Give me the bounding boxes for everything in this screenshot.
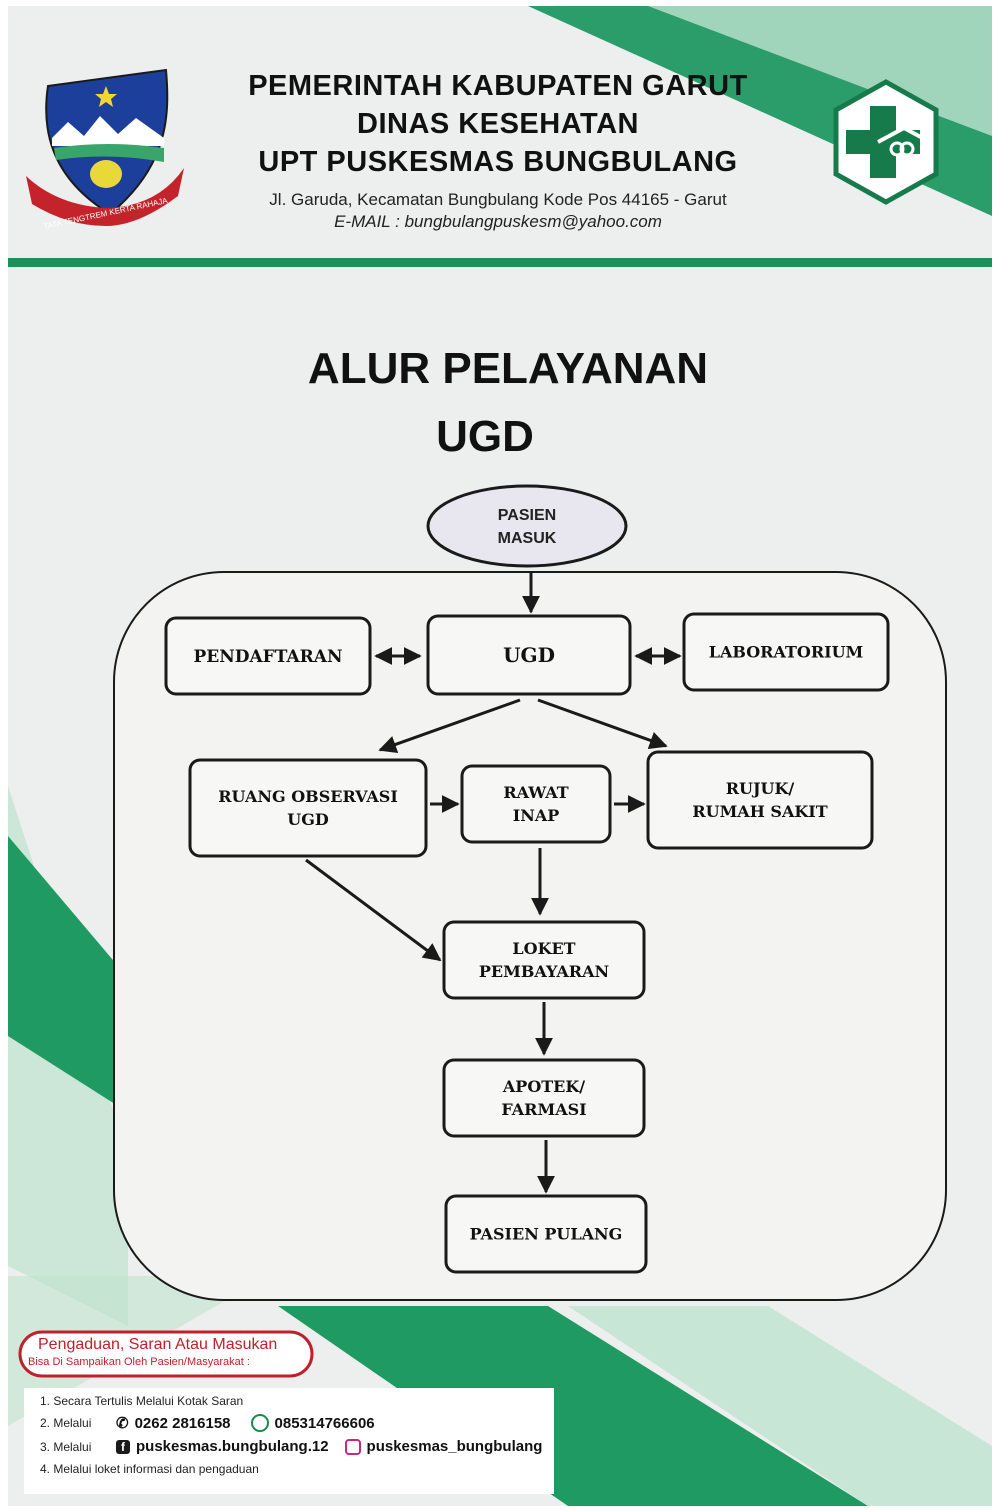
contact-item-2: 2. Melalui ✆ 0262 2816158 085314766606: [40, 1414, 375, 1432]
email-text: E-MAIL : bungbulangpuskesm@yahoo.com: [334, 212, 662, 231]
node-rujuk: RUJUK/RUMAH SAKIT: [646, 750, 874, 850]
node-shape-loket: [442, 920, 646, 1000]
node-label-apotek: APOTEK/: [502, 1077, 585, 1096]
bottom-green-stripe: [278, 1306, 868, 1506]
complaint-banner: [18, 1330, 314, 1378]
node-label-rujuk: RUMAH SAKIT: [692, 802, 827, 821]
node-label-apotek: FARMASI: [501, 1100, 586, 1119]
node-label-loket: LOKET: [512, 939, 575, 958]
node-label-rawat-inap: INAP: [513, 806, 560, 825]
header-divider: [8, 258, 992, 267]
page-title-line-1: ALUR PELAYANAN: [307, 344, 709, 393]
contact-item-1-text: 1. Secara Tertulis Melalui Kotak Saran: [40, 1394, 244, 1408]
fruit-icon: [90, 160, 122, 188]
contact-item-3-prefix: 3. Melalui: [40, 1439, 92, 1454]
mountain-icon: [52, 116, 164, 146]
node-shape-ruang-observasi: [188, 758, 428, 858]
node-loket: LOKET PEMBAYARAN: [442, 920, 646, 1000]
contact-item-4: 4. Melalui loket informasi dan pengaduan: [40, 1462, 259, 1476]
whatsapp-icon: [250, 1414, 269, 1432]
node-shape-laboratorium: [682, 612, 890, 692]
motto-ribbon: [26, 168, 184, 226]
node-ugd: UGD: [426, 614, 632, 696]
node-label-pendaftaran: PENDAFTARAN: [193, 647, 342, 667]
star-icon: [95, 86, 117, 107]
flowchart: PASIEN MASUK PENDAFTARAN UGD LABORATORIUM RUA…: [113, 484, 947, 1301]
complaint-subtitle: Bisa Di Sampaikan Oleh Pasien/Masyarakat…: [28, 1356, 250, 1368]
node-label-ruang-observasi: UGD: [287, 810, 329, 829]
node-label-laboratorium: LABORATORIUM: [709, 643, 864, 662]
node-shape-pendaftaran: [164, 616, 372, 696]
cross-icon: [846, 106, 920, 178]
node-label-pasien-pulang: PASIEN PULANG: [470, 1225, 623, 1244]
poster: TATA TENGTREM KERTA RAHAJA PEMERINTAH KA…: [8, 6, 992, 1506]
edge-ugd-to-rujuk: [537, 698, 668, 749]
whatsapp-number[interactable]: 085314766606: [274, 1414, 375, 1432]
field-stripe: [54, 144, 164, 162]
phone-icon: ✆: [116, 1415, 129, 1432]
node-label-ugd: UGD: [503, 643, 555, 667]
header-line-3: UPT PUSKESMAS BUNGBULANG: [258, 146, 738, 178]
header-line-1: PEMERINTAH KABUPATEN GARUT: [248, 70, 748, 102]
node-label-ruang-observasi: RUANG OBSERVASI: [218, 787, 398, 806]
node-shape-apotek: [442, 1058, 646, 1138]
facebook-icon: f: [116, 1439, 130, 1454]
instagram-icon: [344, 1438, 361, 1455]
complaint-title: Pengaduan, Saran Atau Masukan: [38, 1336, 278, 1353]
contact-item-1: 1. Secara Tertulis Melalui Kotak Saran: [40, 1394, 243, 1408]
node-label-rujuk: RUJUK/: [726, 779, 795, 798]
bottom-light-stripe: [568, 1306, 992, 1506]
node-pendaftaran: PENDAFTARAN: [164, 616, 372, 696]
node-label-pasien-masuk: PASIEN: [498, 507, 556, 524]
roof-icon: [877, 125, 931, 144]
facebook-handle[interactable]: puskesmas.bungbulang.12: [136, 1438, 329, 1455]
node-label-pasien-masuk: MASUK: [498, 530, 557, 547]
header-line-2: DINAS KESEHATAN: [357, 108, 639, 140]
node-shape-ugd: [426, 614, 632, 696]
node-rawat-inap: RAWAT INAP: [460, 764, 612, 844]
contact-item-3: 3. Melalui f puskesmas.bungbulang.12 pus…: [40, 1438, 542, 1455]
node-label-loket: PEMBAYARAN: [479, 962, 609, 981]
node-pasien-pulang: PASIEN PULANG: [444, 1194, 648, 1274]
phone-number[interactable]: 0262 2816158: [134, 1414, 231, 1432]
node-laboratorium: LABORATORIUM: [682, 612, 890, 692]
node-shape-pasien-pulang: [444, 1194, 648, 1274]
node-shape-pasien-masuk: [426, 484, 628, 568]
contact-panel: [24, 1388, 554, 1494]
edge-ruang-observasi-to-loket: [305, 858, 442, 962]
contact-item-4-text: 4. Melalui loket informasi dan pengaduan: [40, 1462, 259, 1476]
node-apotek: APOTEK/FARMASI: [442, 1058, 646, 1138]
node-ruang-observasi: RUANG OBSERVASI UGD: [188, 758, 428, 858]
node-shape-rujuk: [646, 750, 874, 850]
node-label-rawat-inap: RAWAT: [503, 783, 568, 802]
left-green-stripe: [8, 836, 118, 1106]
contact-item-2-prefix: 2. Melalui: [40, 1416, 92, 1430]
edge-ugd-to-ruang-observasi: [378, 698, 521, 754]
page-title-line-2: UGD: [436, 412, 534, 461]
address-text: Jl. Garuda, Kecamatan Bungbulang Kode Po…: [269, 190, 727, 209]
garut-emblem: TATA TENGTREM KERTA RAHAJA: [26, 68, 184, 231]
puskesmas-logo: [833, 79, 939, 205]
node-shape-rawat-inap: [460, 764, 612, 844]
node-pasien-masuk: PASIEN MASUK: [426, 484, 628, 568]
instagram-handle[interactable]: puskesmas_bungbulang: [366, 1438, 543, 1455]
